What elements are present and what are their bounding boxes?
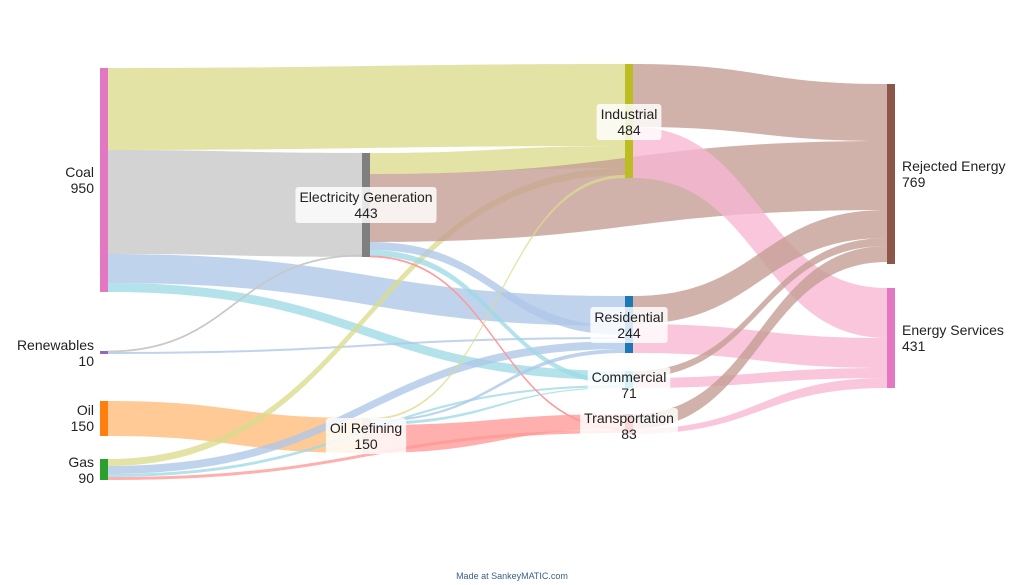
node-value: 443 bbox=[354, 205, 378, 221]
node-name: Gas bbox=[68, 454, 94, 470]
label-background bbox=[596, 104, 662, 140]
node-name: Transportation bbox=[584, 410, 674, 426]
node-value: 431 bbox=[902, 338, 926, 354]
node-name: Energy Services bbox=[902, 322, 1004, 338]
node-value: 10 bbox=[78, 353, 94, 369]
flow-coal-to-industrial bbox=[108, 64, 625, 150]
node-oil bbox=[100, 401, 108, 436]
node-name: Renewables bbox=[17, 337, 94, 353]
node-name: Industrial bbox=[601, 106, 658, 122]
label-background bbox=[295, 187, 437, 223]
node-name: Rejected Energy bbox=[902, 158, 1006, 174]
label-background bbox=[587, 367, 671, 403]
flow-gas-to-residential bbox=[108, 341, 625, 474]
node-value: 71 bbox=[621, 385, 637, 401]
node-value: 150 bbox=[354, 436, 378, 452]
flow-refining-to-residential bbox=[370, 349, 625, 422]
flow-renewables-to-residential bbox=[108, 337, 625, 354]
flow-coal-to-elec bbox=[108, 150, 362, 257]
node-value: 244 bbox=[617, 325, 641, 341]
flow-industrial-to-services bbox=[633, 127, 887, 338]
flow-transportation-to-rejected bbox=[633, 246, 887, 429]
credit-text: Made at SankeyMATIC.com bbox=[456, 571, 568, 581]
node-name: Coal bbox=[65, 164, 94, 180]
flow-elec-to-rejected bbox=[370, 141, 887, 242]
flow-residential-to-rejected bbox=[633, 210, 887, 324]
node-gas bbox=[100, 459, 108, 480]
label-background bbox=[590, 307, 668, 343]
flow-industrial-to-rejected bbox=[633, 64, 887, 141]
node-value: 769 bbox=[902, 174, 926, 190]
node-coal bbox=[100, 68, 108, 292]
flow-elec-to-commercial bbox=[370, 250, 625, 385]
flow-commercial-to-rejected bbox=[633, 238, 887, 378]
node-name: Residential bbox=[594, 309, 663, 325]
flow-elec-to-residential bbox=[370, 242, 625, 335]
label-background bbox=[325, 418, 407, 454]
node-name: Oil Refining bbox=[330, 420, 402, 436]
flow-coal-to-residential bbox=[108, 254, 625, 326]
flow-refining-to-commercial bbox=[370, 387, 625, 425]
flow-layer bbox=[107, 64, 887, 480]
node-services bbox=[887, 288, 895, 388]
node-value: 150 bbox=[71, 418, 95, 434]
node-value: 90 bbox=[78, 470, 94, 486]
flow-refining-to-industrial bbox=[370, 175, 625, 420]
flow-commercial-to-services bbox=[633, 368, 887, 388]
node-renewables bbox=[100, 351, 108, 354]
node-value: 83 bbox=[621, 426, 637, 442]
flow-transportation-to-services bbox=[633, 378, 887, 434]
node-rejected bbox=[887, 84, 895, 264]
node-value: 950 bbox=[71, 180, 95, 196]
flow-refining-to-transportation bbox=[370, 414, 625, 453]
node-name: Commercial bbox=[592, 369, 667, 385]
node-name: Oil bbox=[77, 402, 94, 418]
node-name: Electricity Generation bbox=[299, 189, 432, 205]
label-background bbox=[580, 408, 678, 444]
flow-residential-to-services bbox=[633, 324, 887, 368]
node-value: 484 bbox=[617, 122, 641, 138]
flow-gas-to-transportation bbox=[108, 430, 625, 480]
flow-coal-to-commercial bbox=[108, 283, 625, 380]
flow-gas-to-industrial bbox=[108, 168, 625, 466]
